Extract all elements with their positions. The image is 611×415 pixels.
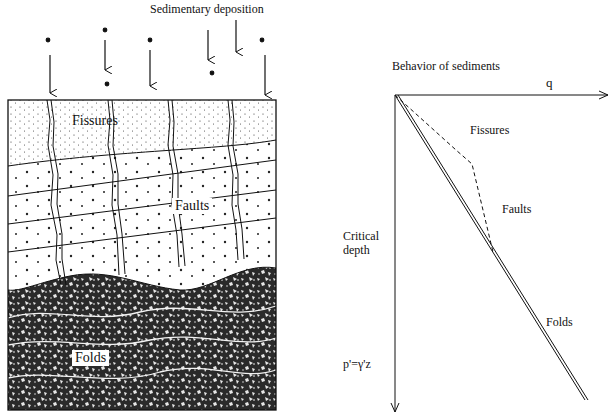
axis-label: q	[546, 76, 553, 91]
curve-label: Fissures	[470, 124, 509, 138]
axis-note: Critical depth	[343, 230, 391, 258]
curve-label: Folds	[546, 316, 573, 330]
zone-label: Folds	[72, 350, 109, 366]
zone-label: Fissures	[72, 113, 118, 129]
curve-label: Faults	[502, 203, 531, 217]
heading: Behavior of sediments	[392, 60, 500, 74]
zone-label: Faults	[172, 198, 212, 214]
heading: Sedimentary deposition	[150, 3, 264, 17]
axis-label: p'=γ'z	[343, 358, 371, 372]
